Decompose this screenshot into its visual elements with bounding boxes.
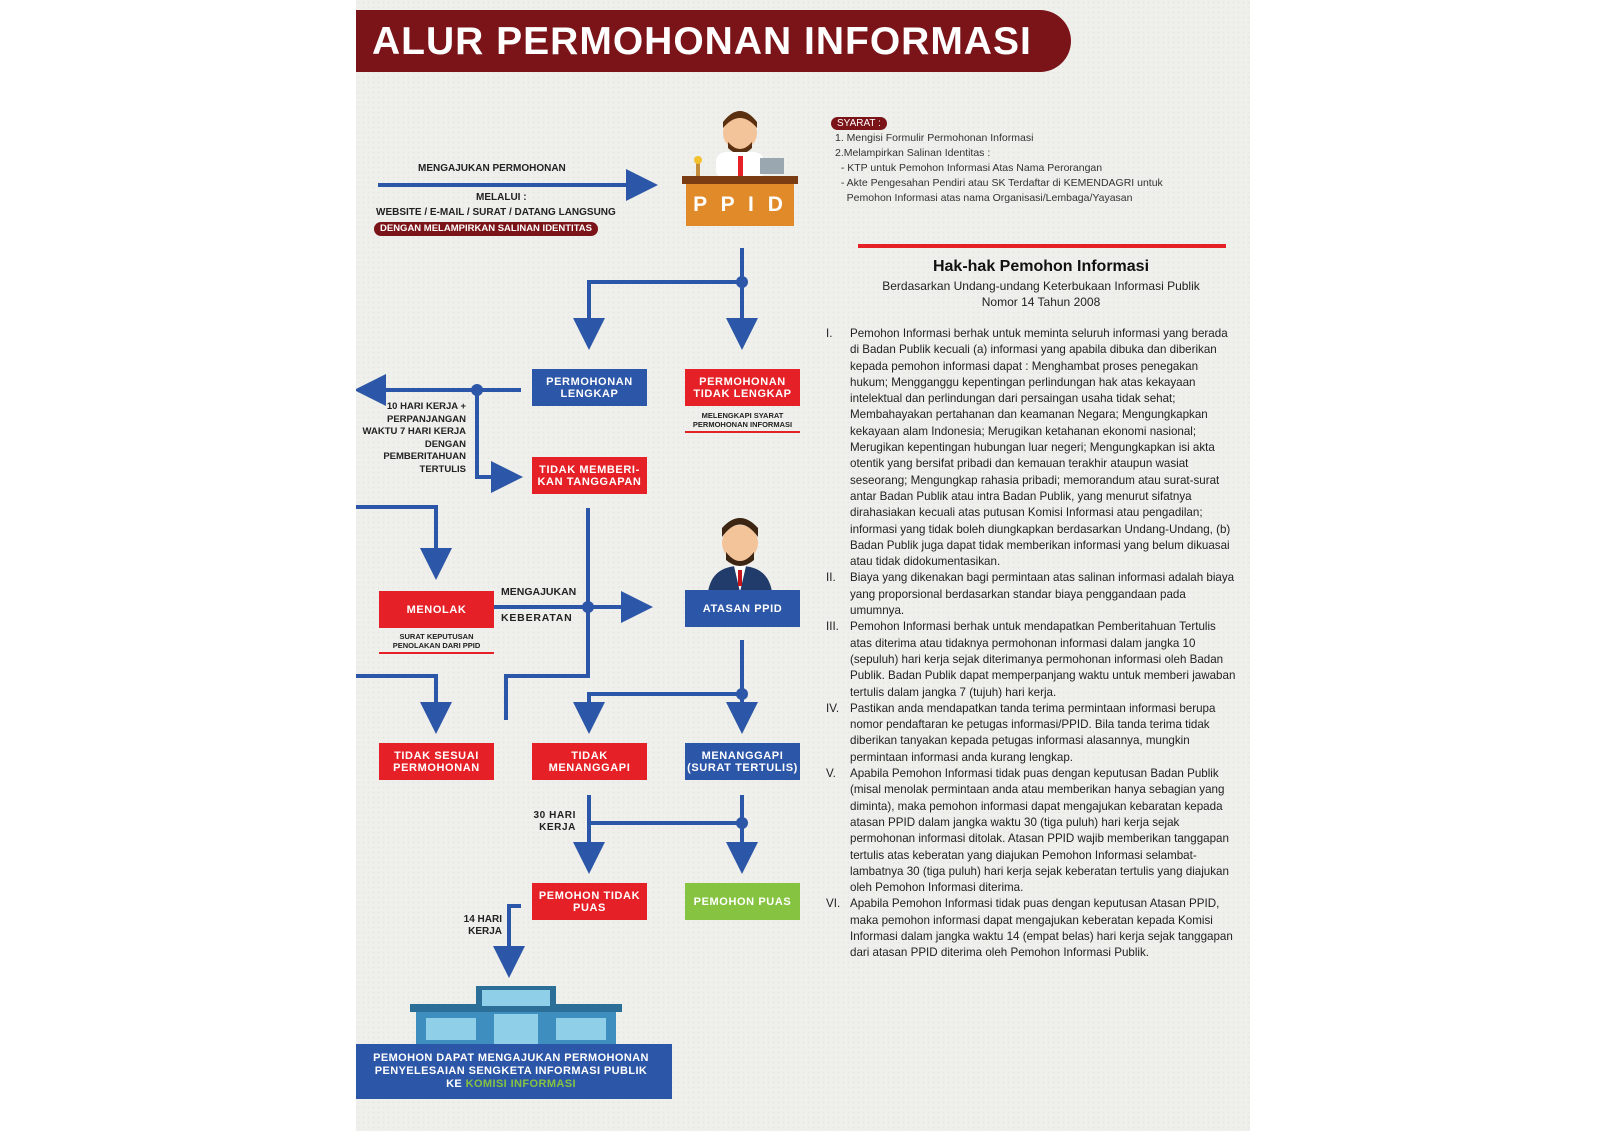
syarat-badge: SYARAT : xyxy=(831,117,887,130)
line-keberatan-vertical xyxy=(504,508,590,720)
atasan-illustration xyxy=(708,518,772,592)
list-item-number: IV. xyxy=(826,701,840,715)
box-pemohon-tidak-puas: PEMOHON TIDAK PUAS xyxy=(532,883,647,920)
hak-title: Hak-hak Pemohon Informasi xyxy=(932,258,1150,275)
list-item-text: Apabila Pemohon Informasi tidak puas den… xyxy=(850,897,1233,960)
syarat-line: 2.Melampirkan Salinan Identitas : xyxy=(835,147,991,159)
label-10-hari-kerja: 10 HARI KERJA + PERPANJANGAN WAKTU 7 HAR… xyxy=(362,401,466,475)
hak-list: I. Pemohon Informasi berhak untuk memint… xyxy=(826,326,1236,962)
section-divider xyxy=(858,244,1226,248)
junction-dot xyxy=(582,601,594,613)
banner-komisi-highlight: KOMISI INFORMASI xyxy=(465,1078,576,1090)
list-item: V. Apabila Pemohon Informasi tidak puas … xyxy=(826,766,1236,896)
infographic-poster: ALUR PERMOHONAN INFORMASI xyxy=(356,0,1250,1131)
list-item: VI. Apabila Pemohon Informasi tidak puas… xyxy=(826,896,1236,961)
arrow-to-tidak-memberi xyxy=(475,390,523,493)
box-menanggapi: MENANGGAPI (SURAT TERTULIS) xyxy=(685,743,800,780)
box-tidak-sesuai-permohonan: TIDAK SESUAI PERMOHONAN xyxy=(379,743,494,780)
ppid-officer-illustration xyxy=(694,111,784,180)
list-item-text: Pemohon Informasi berhak untuk meminta s… xyxy=(850,327,1231,569)
arrow-to-tidak-menanggapi xyxy=(573,640,744,734)
komisi-building-illustration xyxy=(410,986,622,1046)
box-permohonan-lengkap: PERMOHONAN LENGKAP xyxy=(532,369,647,406)
banner-line-1: PEMOHON DAPAT MENGAJUKAN PERMOHONAN xyxy=(373,1052,649,1064)
junction-dot xyxy=(736,688,748,700)
box-permohonan-tidak-lengkap: PERMOHONAN TIDAK LENGKAP xyxy=(685,369,800,406)
line-menanggapi-merge xyxy=(589,795,744,825)
arrow-to-komisi xyxy=(493,904,525,978)
label-30-hari-kerja: 30 HARI KERJA xyxy=(533,810,576,833)
ppid-desk-sign: P P I D xyxy=(693,193,787,216)
list-item-number: II. xyxy=(826,571,836,585)
label-keberatan: KEBERATAN xyxy=(501,612,573,624)
syarat-line: 1. Mengisi Formulir Permohonan Informasi xyxy=(835,132,1034,144)
flow-connectors xyxy=(356,111,798,1046)
label-surat-keputusan: SURAT KEPUTUSAN PENOLAKAN DARI PPID xyxy=(379,632,494,654)
list-item: III. Pemohon Informasi berhak untuk mend… xyxy=(826,619,1236,700)
list-item: IV. Pastikan anda mendapatkan tanda teri… xyxy=(826,701,1236,766)
syarat-line: - KTP untuk Pemohon Informasi Atas Nama … xyxy=(835,162,1103,174)
junction-dot xyxy=(736,817,748,829)
list-item-number: I. xyxy=(826,327,833,340)
banner-line-3-prefix: KE xyxy=(446,1078,463,1090)
box-pemohon-puas: PEMOHON PUAS xyxy=(685,883,800,920)
list-item-number: V. xyxy=(826,767,836,781)
title-banner xyxy=(356,10,1071,72)
list-item: II. Biaya yang dikenakan bagi permintaan… xyxy=(826,570,1236,619)
ppid-desk-illustration xyxy=(682,176,798,226)
banner-line-3: KE KOMISI INFORMASI xyxy=(356,1078,672,1091)
box-menolak: MENOLAK xyxy=(379,591,494,628)
syarat-line: - Akte Pengesahan Pendiri atau SK Terdaf… xyxy=(835,177,1163,189)
label-mengajukan-permohonan: MENGAJUKAN PERMOHONAN xyxy=(418,163,566,174)
list-item-number: III. xyxy=(826,620,839,634)
label-14-hari-kerja: 14 HARI KERJA xyxy=(463,914,502,937)
junction-dot xyxy=(736,276,748,288)
list-item-text: Pastikan anda mendapatkan tanda terima p… xyxy=(850,701,1216,764)
list-item: I. Pemohon Informasi berhak untuk memint… xyxy=(826,326,1236,570)
junction-dot xyxy=(471,384,483,396)
box-atasan-ppid: ATASAN PPID xyxy=(685,590,800,627)
label-melengkapi-syarat: MELENGKAPI SYARAT PERMOHONAN INFORMASI xyxy=(685,411,800,433)
label-melalui: MELALUI : xyxy=(476,192,527,203)
hak-subtitle: Berdasarkan Undang-undang Keterbukaan In… xyxy=(882,279,1200,309)
komisi-banner: PEMOHON DAPAT MENGAJUKAN PERMOHONAN PENY… xyxy=(356,1044,672,1099)
arrow-to-tidak-sesuai xyxy=(356,674,452,734)
page-title: ALUR PERMOHONAN INFORMASI xyxy=(372,20,1032,63)
arrow-to-menolak xyxy=(356,505,452,580)
label-lampiran: DENGAN MELAMPIRKAN SALINAN IDENTITAS xyxy=(374,222,598,236)
syarat-line: Pemohon Informasi atas nama Organisasi/L… xyxy=(835,192,1133,204)
label-channels: WEBSITE / E-MAIL / SURAT / DATANG LANGSU… xyxy=(376,207,616,218)
box-tidak-memberikan-tanggapan: TIDAK MEMBERI- KAN TANGGAPAN xyxy=(532,457,647,494)
list-item-number: VI. xyxy=(826,897,841,911)
list-item-text: Biaya yang dikenakan bagi permintaan ata… xyxy=(850,571,1235,618)
list-item-text: Pemohon Informasi berhak untuk mendapatk… xyxy=(850,620,1236,699)
box-tidak-menanggapi: TIDAK MENANGGAPI xyxy=(532,743,647,780)
arrow-to-lengkap xyxy=(573,248,744,350)
list-item-text: Apabila Pemohon Informasi tidak puas den… xyxy=(850,767,1229,895)
label-mengajukan: MENGAJUKAN xyxy=(501,586,577,598)
banner-line-2: PENYELESAIAN SENGKETA INFORMASI PUBLIK xyxy=(374,1065,648,1077)
